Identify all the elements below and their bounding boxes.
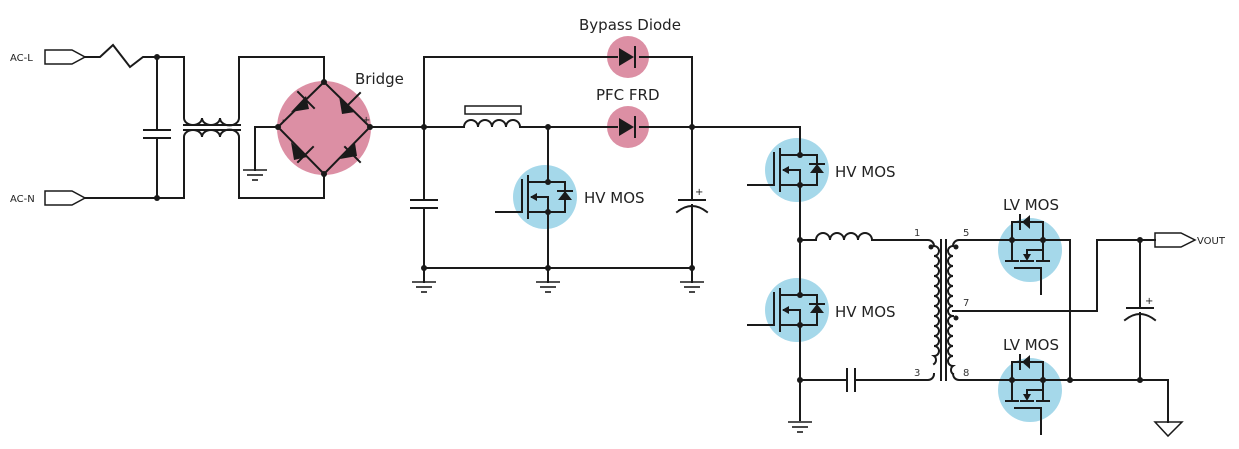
pin-8: 8 [963,368,969,379]
transformer: 1 3 5 7 8 [914,228,1098,381]
vout-label: VOUT [1197,236,1226,247]
pin-1: 1 [914,228,920,239]
hv-mosfet-low [747,288,825,332]
lv-mos-bottom-label: LV MOS [1003,336,1059,354]
pin-5: 5 [963,228,969,239]
ac-n-label: AC-N [10,194,35,205]
hv-mos-high-label: HV MOS [835,163,896,181]
lv-mosfet-top [989,214,1071,295]
pin-3: 3 [914,368,920,379]
bypass-diode-label: Bypass Diode [579,16,681,34]
ac-l-port: AC-L [10,49,87,65]
bulk-cap-plus: + [695,187,703,198]
input-capacitor [410,126,438,283]
pin-7: 7 [963,298,969,309]
ac-l-label: AC-L [10,53,33,64]
hv-mos-low-label: HV MOS [835,303,896,321]
vout-port: VOUT [1154,232,1226,248]
lv-mos-top-label: LV MOS [1003,196,1059,214]
ac-n-port: AC-N [10,190,87,206]
pfc-frd-diode [619,116,636,138]
output-cap-plus: + [1145,296,1153,307]
bridge-plus-label: + [362,115,370,126]
pfc-inductor [462,105,522,129]
common-mode-choke [156,56,325,199]
hv-mosfet-high [747,126,825,192]
bulk-capacitor: + [675,126,709,283]
output-ground-icon [1153,421,1184,438]
lv-mosfet-bottom [989,354,1141,435]
pfc-mos-label: HV MOS [584,189,645,207]
output-capacitor: + [1123,239,1157,381]
bridge-minus-label: - [282,115,286,126]
bridge-label: Bridge [355,70,404,88]
pfc-mosfet [495,126,573,283]
bypass-diode [619,46,636,68]
pfc-frd-label: PFC FRD [596,86,660,104]
x-capacitor [143,56,171,199]
resonant-capacitor [799,368,936,392]
fuse [84,43,158,69]
